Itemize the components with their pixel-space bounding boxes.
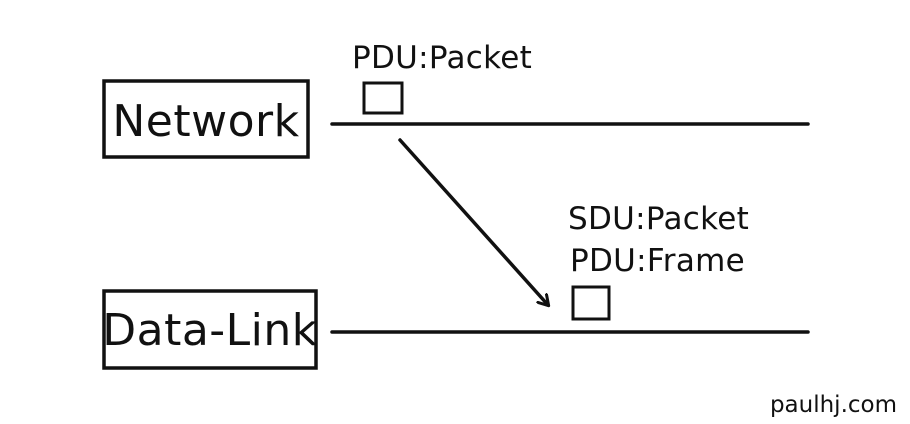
- network-label-box: [102, 79, 310, 159]
- network-pdu-label: PDU:Packet: [352, 40, 532, 76]
- data-link-layer: Data-Link: [102, 289, 810, 370]
- data-link-pdu-label: PDU:Frame: [570, 243, 745, 279]
- data-link-label-box: [102, 289, 318, 370]
- data-link-sdu-label: SDU:Packet: [568, 201, 749, 237]
- encapsulation-arrow: [398, 138, 548, 305]
- network-pdu-group: PDU:Packet: [352, 40, 532, 115]
- data-link-label: Data-Link: [102, 305, 318, 356]
- frame-box: [571, 285, 611, 321]
- network-label: Network: [112, 96, 299, 147]
- network-layer: Network: [102, 79, 810, 159]
- network-packet-box: [362, 81, 404, 115]
- credit-text: paulhj.com: [770, 392, 897, 418]
- data-link-annotations: SDU:Packet PDU:Frame: [568, 201, 749, 321]
